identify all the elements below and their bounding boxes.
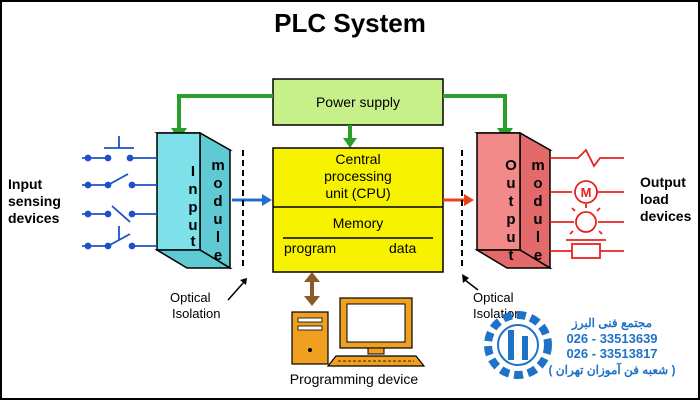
diagram-title: PLC System [274, 8, 426, 38]
input-letter: I [191, 163, 195, 180]
input-letter: p [188, 199, 197, 216]
module-letter: l [216, 229, 220, 246]
cpu-line3: unit (CPU) [325, 185, 390, 201]
input-devices-label-line1: Input [8, 176, 43, 192]
output-devices-label-line1: Output [640, 174, 686, 190]
cpu-line2: processing [324, 168, 392, 184]
output-devices-label-line2: load [640, 191, 669, 207]
output-module [474, 131, 553, 270]
optical-isolation-left-line2: Isolation [172, 306, 220, 321]
module-letter: o [533, 175, 542, 192]
optical-isolation-right-pointer [462, 274, 479, 291]
motor-symbol: M [581, 185, 592, 200]
input-letter: n [188, 181, 197, 198]
output-loads [550, 148, 624, 259]
memory-label: Memory [333, 215, 384, 231]
input-module [154, 131, 233, 270]
output-letter: u [506, 229, 515, 246]
cpu-to-output-arrow [443, 194, 474, 206]
module-letter: m [211, 157, 224, 174]
cpu-line1: Central [335, 151, 380, 167]
output-devices-label-line3: devices [640, 208, 692, 224]
power-supply-label: Power supply [316, 94, 400, 110]
power-lines [177, 94, 507, 140]
optical-isolation-right-line1: Optical [473, 290, 514, 305]
input-to-cpu-arrow [232, 194, 272, 206]
module-letter: m [531, 157, 544, 174]
watermark-name: مجتمع فنی البرز [571, 316, 652, 331]
module-letter: e [534, 247, 542, 264]
watermark-phone2: 026 - 33513817 [566, 346, 657, 361]
watermark-phone1: 026 - 33513639 [566, 331, 657, 346]
module-letter: d [213, 193, 222, 210]
optical-isolation-left-pointer [227, 278, 247, 301]
module-letter: o [213, 175, 222, 192]
module-letter: l [536, 229, 540, 246]
input-letter: t [191, 233, 196, 250]
optical-isolation-right-line2: Isolation [473, 306, 521, 321]
output-letter: p [506, 211, 515, 228]
power-supply-box: Power supply [272, 78, 444, 126]
module-letter: u [213, 211, 222, 228]
cpu-box: Central processing unit (CPU) Memory pro… [272, 147, 444, 273]
cpu-programming-link [304, 272, 320, 306]
input-switches [82, 136, 157, 250]
data-label: data [389, 240, 416, 256]
output-letter: t [509, 247, 514, 264]
watermark-branch: ( شعبه فن آموزان تهران ) [549, 361, 676, 378]
input-module-letters: I n p u t m o d u l e [188, 157, 224, 264]
input-devices-label-line3: devices [8, 210, 60, 226]
input-letter: u [188, 217, 197, 234]
module-letter: u [533, 211, 542, 228]
output-letter: O [505, 157, 517, 174]
optical-isolation-left-line1: Optical [170, 290, 211, 305]
output-letter: t [509, 193, 514, 210]
output-letter: u [506, 175, 515, 192]
module-letter: e [214, 247, 222, 264]
input-devices-label-line2: sensing [8, 193, 61, 209]
program-label: program [284, 240, 336, 256]
programming-device-icon [291, 297, 426, 367]
watermark-gear-logo [484, 311, 552, 379]
output-module-letters: O u t p u t m o d u l e [505, 157, 545, 264]
programming-device-label: Programming device [290, 371, 419, 387]
module-letter: d [533, 193, 542, 210]
